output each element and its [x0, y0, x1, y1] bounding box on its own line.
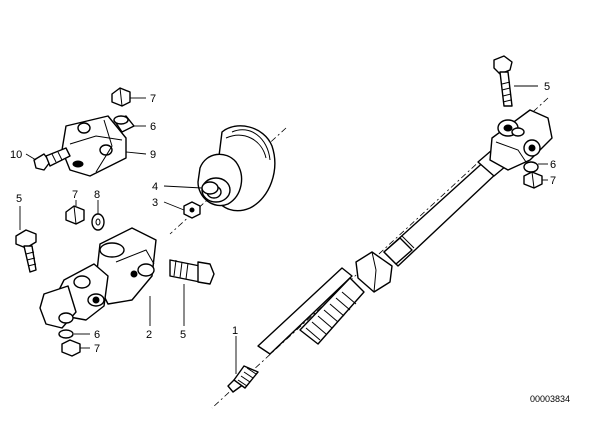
steering-boot [169, 125, 287, 235]
clamp-bolt [33, 147, 71, 171]
nut-left [61, 339, 81, 357]
washer-right [523, 161, 539, 173]
callout-labels: 7 6 9 10 4 3 7 8 5 6 7 2 5 1 5 6 7 [10, 81, 556, 355]
callout-6-left: 6 [94, 329, 100, 341]
seal-ring [201, 181, 219, 195]
callout-9: 9 [150, 149, 156, 161]
callout-10: 10 [10, 149, 22, 161]
callout-2: 2 [146, 329, 152, 341]
callout-7-left: 7 [94, 343, 100, 355]
callout-5-mid: 5 [180, 329, 186, 341]
callout-7-right: 7 [550, 175, 556, 187]
clamp-assembly [33, 87, 135, 177]
steering-shaft [211, 97, 549, 409]
upper-universal-joint [489, 55, 553, 189]
clamp-bolt-right [493, 55, 513, 107]
callout-5-left: 5 [16, 193, 22, 205]
joint-bolt-left [15, 229, 37, 273]
callout-7-mid: 7 [72, 189, 78, 201]
callout-4: 4 [152, 181, 158, 193]
washer-left [58, 329, 74, 339]
callout-1: 1 [232, 325, 238, 337]
callout-6-right: 6 [550, 159, 556, 171]
lower-universal-joint [15, 205, 215, 357]
joint-bolt-mid [169, 259, 215, 285]
callout-7-top: 7 [150, 93, 156, 105]
callout-5-right: 5 [544, 81, 550, 93]
leader-lines [19, 85, 548, 374]
callout-3: 3 [152, 197, 158, 209]
bushing-top [113, 115, 135, 133]
catalog-number: 00003834 [530, 394, 570, 404]
callout-8: 8 [94, 189, 100, 201]
callout-6-top: 6 [150, 121, 156, 133]
washer-mid [91, 213, 105, 231]
